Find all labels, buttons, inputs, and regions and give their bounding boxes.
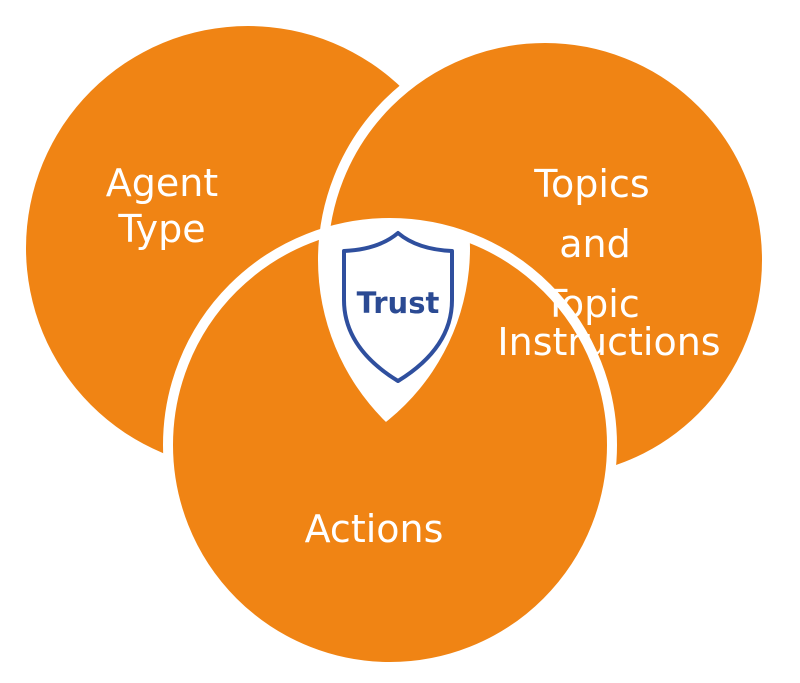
agent-type-line-1: Agent: [106, 161, 218, 205]
shield-icon: [342, 231, 454, 383]
topics-line-1: Topics: [533, 162, 649, 206]
trust-label: Trust: [357, 286, 440, 320]
topics-line-2: and: [559, 222, 631, 266]
actions-label: Actions: [305, 507, 444, 551]
topics-line-3: Topic: [543, 282, 640, 326]
topics-line-4: Instructions: [497, 320, 720, 364]
agent-type-line-2: Type: [117, 207, 205, 251]
topics-label: Topics and Topic Instructions: [497, 162, 720, 364]
agent-type-label: Agent Type: [106, 161, 231, 251]
